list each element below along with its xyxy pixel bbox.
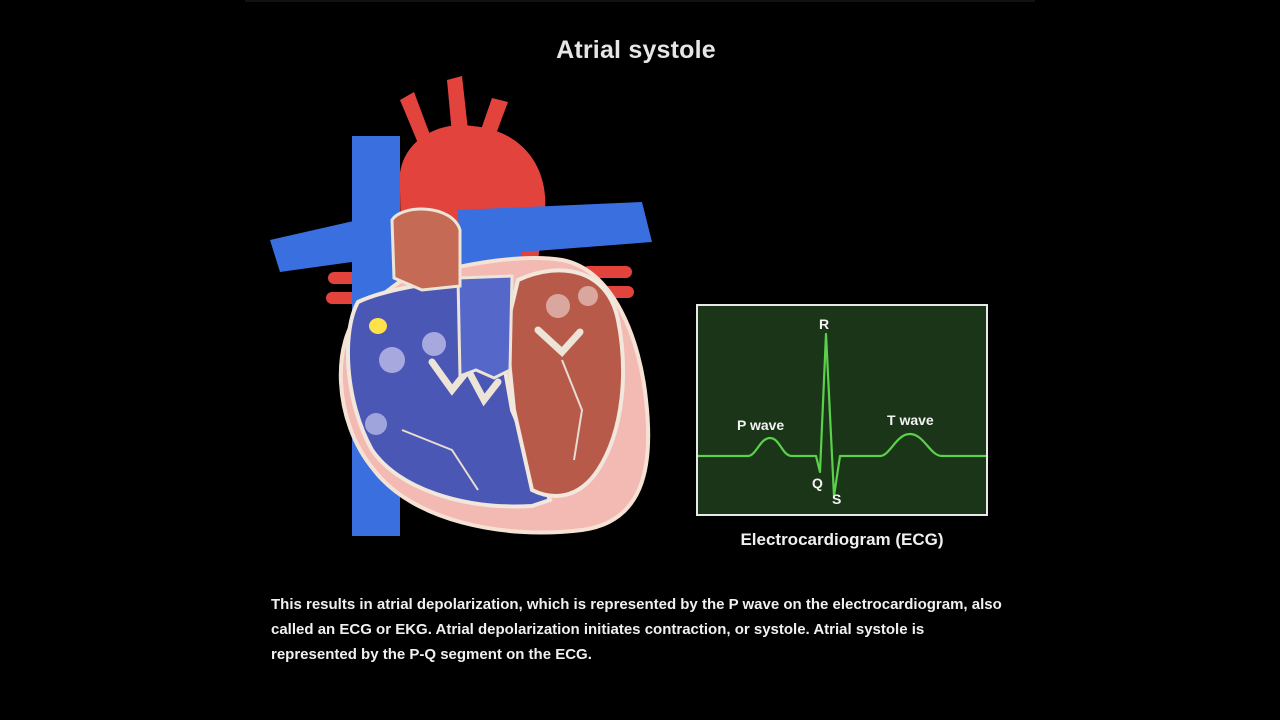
sa-node — [369, 318, 387, 334]
heart-diagram — [262, 70, 662, 550]
ecg-trace-chart — [698, 332, 986, 498]
depolarization-glows — [365, 286, 598, 435]
ecg-caption: Electrocardiogram (ECG) — [740, 530, 944, 549]
ecg-label-t-wave: T wave — [887, 412, 934, 428]
heart-body — [338, 207, 651, 535]
ecg-label-q: Q — [812, 475, 823, 491]
ecg-label-p-wave: P wave — [737, 417, 785, 433]
slide-title: Atrial systole — [556, 36, 716, 64]
ecg-label-s: S — [832, 491, 842, 507]
heart-illustration — [270, 76, 652, 536]
narration-text: This results in atrial depolarization, w… — [271, 596, 1002, 663]
top-rule — [245, 0, 1035, 2]
ecg-trace — [698, 332, 986, 498]
ecg-label-r: R — [819, 316, 830, 332]
ecg-panel: P wave T wave R Q S — [696, 304, 988, 516]
